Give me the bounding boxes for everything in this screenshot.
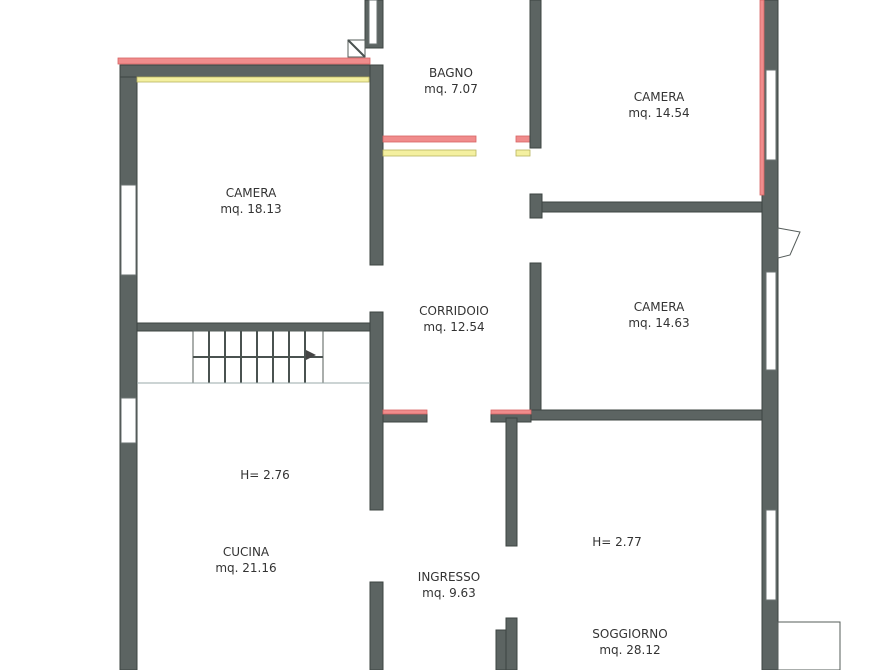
- bagno-demolition-partition: [382, 135, 477, 143]
- room-area: mq. 14.54: [628, 106, 690, 120]
- bagno-new-stub: [515, 149, 531, 157]
- wall-camera-left-east: [369, 64, 384, 266]
- wall-cucina-ingresso-lower: [369, 581, 384, 670]
- room-name: CORRIDOIO: [419, 304, 489, 318]
- room-area: mq. 14.63: [628, 316, 690, 330]
- exterior-wall-top-left: [119, 64, 371, 78]
- demolition-corridor-right: [490, 409, 532, 415]
- construction-strip-top-left: [136, 76, 370, 83]
- wall-ingresso-soggiorno: [505, 417, 518, 547]
- room-label-soggiorno: SOGGIORNO mq. 28.12: [592, 626, 667, 658]
- stair-arrow-icon: [306, 350, 316, 360]
- balcony: [777, 621, 841, 670]
- window-left-lower: [120, 397, 137, 444]
- room-name: CUCINA: [222, 545, 270, 559]
- wall-camera-middle-bottom: [529, 409, 763, 421]
- room-name: BAGNO: [429, 66, 473, 80]
- room-label-bagno: BAGNO mq. 7.07: [424, 65, 478, 97]
- room-area: mq. 18.13: [220, 202, 282, 216]
- wall-bagno-camera: [529, 0, 542, 149]
- external-bump: [777, 227, 801, 259]
- window-camera-middle-right: [765, 271, 777, 371]
- bagno-demolition-stub: [515, 135, 531, 143]
- demolition-strip-right: [759, 0, 765, 196]
- room-name: CAMERA: [225, 186, 277, 200]
- window-bagno: [368, 0, 378, 45]
- wall-corridor-west: [369, 311, 384, 511]
- room-area: mq. 21.16: [215, 561, 277, 575]
- room-label-corridoio: CORRIDOIO mq. 12.54: [419, 303, 489, 335]
- window-left-upper: [120, 184, 137, 276]
- exterior-wall-left: [119, 64, 138, 670]
- room-label-camera-left: CAMERA mq. 18.13: [220, 185, 281, 217]
- bagno-new-partition: [382, 149, 477, 157]
- wall-corridor-cucina: [382, 413, 428, 423]
- room-area: mq. 12.54: [423, 320, 485, 334]
- room-name: INGRESSO: [417, 570, 481, 584]
- height-label-cucina: H= 2.76: [240, 468, 290, 482]
- room-label-ingresso: INGRESSO mq. 9.63: [418, 569, 480, 601]
- wall-camera-top-stub: [529, 193, 543, 219]
- window-camera-top-right: [765, 69, 777, 161]
- room-area: mq. 7.07: [424, 82, 478, 96]
- wall-camera-left-bottom: [136, 322, 371, 332]
- demolition-strip-top-left: [117, 57, 371, 65]
- window-soggiorno: [765, 509, 777, 601]
- room-name: CAMERA: [633, 90, 685, 104]
- wall-door-jamb: [495, 629, 507, 670]
- room-label-camera-middle-right: CAMERA mq. 14.63: [628, 299, 689, 331]
- wall-camera-top-bottom: [529, 201, 763, 213]
- demolition-corridor-left: [382, 409, 428, 415]
- room-name: CAMERA: [633, 300, 685, 314]
- room-area: mq. 9.63: [422, 586, 476, 600]
- wall-ingresso-soggiorno-lower: [505, 617, 518, 670]
- room-name: SOGGIORNO: [592, 627, 668, 641]
- room-area: mq. 28.12: [599, 643, 661, 657]
- wall-corridor-camera: [529, 262, 542, 419]
- room-label-camera-top-right: CAMERA mq. 14.54: [628, 89, 689, 121]
- chimney-diagonal: [347, 39, 366, 58]
- height-label-soggiorno: H= 2.77: [592, 535, 642, 549]
- room-label-cucina: CUCINA mq. 21.16: [215, 544, 276, 576]
